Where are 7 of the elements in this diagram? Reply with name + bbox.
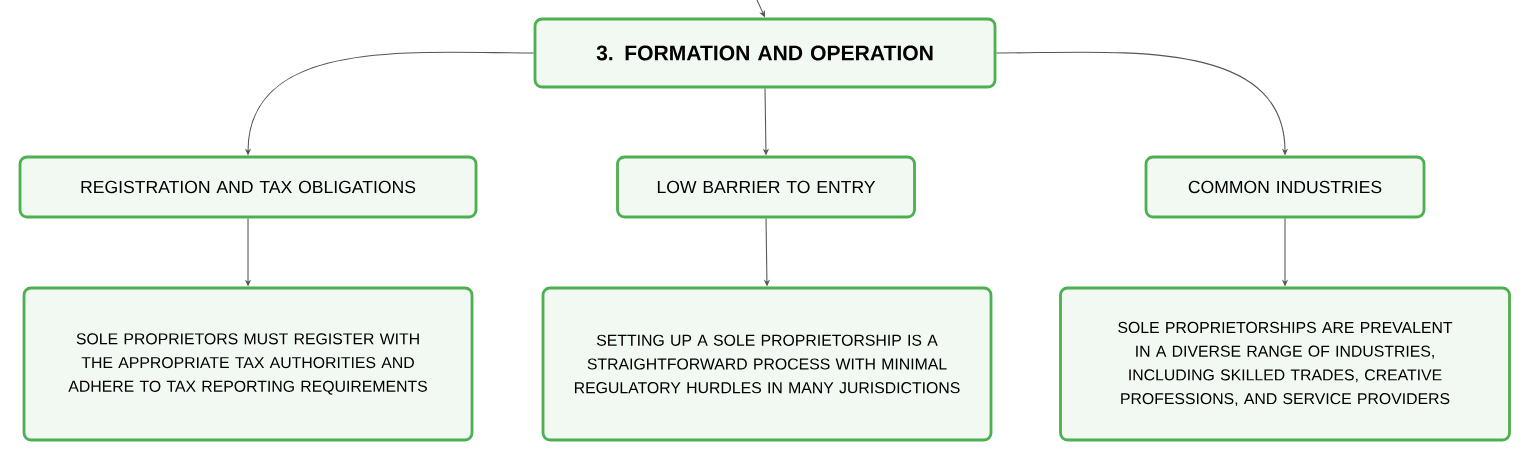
subtopic-box: LOW BARRIER TO ENTRY	[616, 155, 916, 219]
description-box: SOLE PROPRIETORSHIPS ARE PREVALENT IN A DIVERSE RANGE OF INDUSTRIES, INCLUDING SKILLED TRADES, CREATIVE PROFESSIONS, AND SERVICE PROVIDERS	[1059, 286, 1511, 442]
description-box: SETTING UP A SOLE PROPRIETORSHIP IS A STRAIGHTFORWARD PROCESS WITH MINIMAL REGULATORY HURDLES IN MANY JURISDICTIONS	[541, 286, 993, 442]
subtopic-box: COMMON INDUSTRIES	[1144, 155, 1426, 219]
subtopic-box: REGISTRATION AND TAX OBLIGATIONS	[18, 155, 478, 219]
description-box: SOLE PROPRIETORS MUST REGISTER WITH THE APPROPRIATE TAX AUTHORITIES AND ADHERE TO TAX REPORTING REQUIREMENTS	[22, 286, 474, 442]
topic-box: 3. FORMATION AND OPERATION	[533, 17, 997, 89]
